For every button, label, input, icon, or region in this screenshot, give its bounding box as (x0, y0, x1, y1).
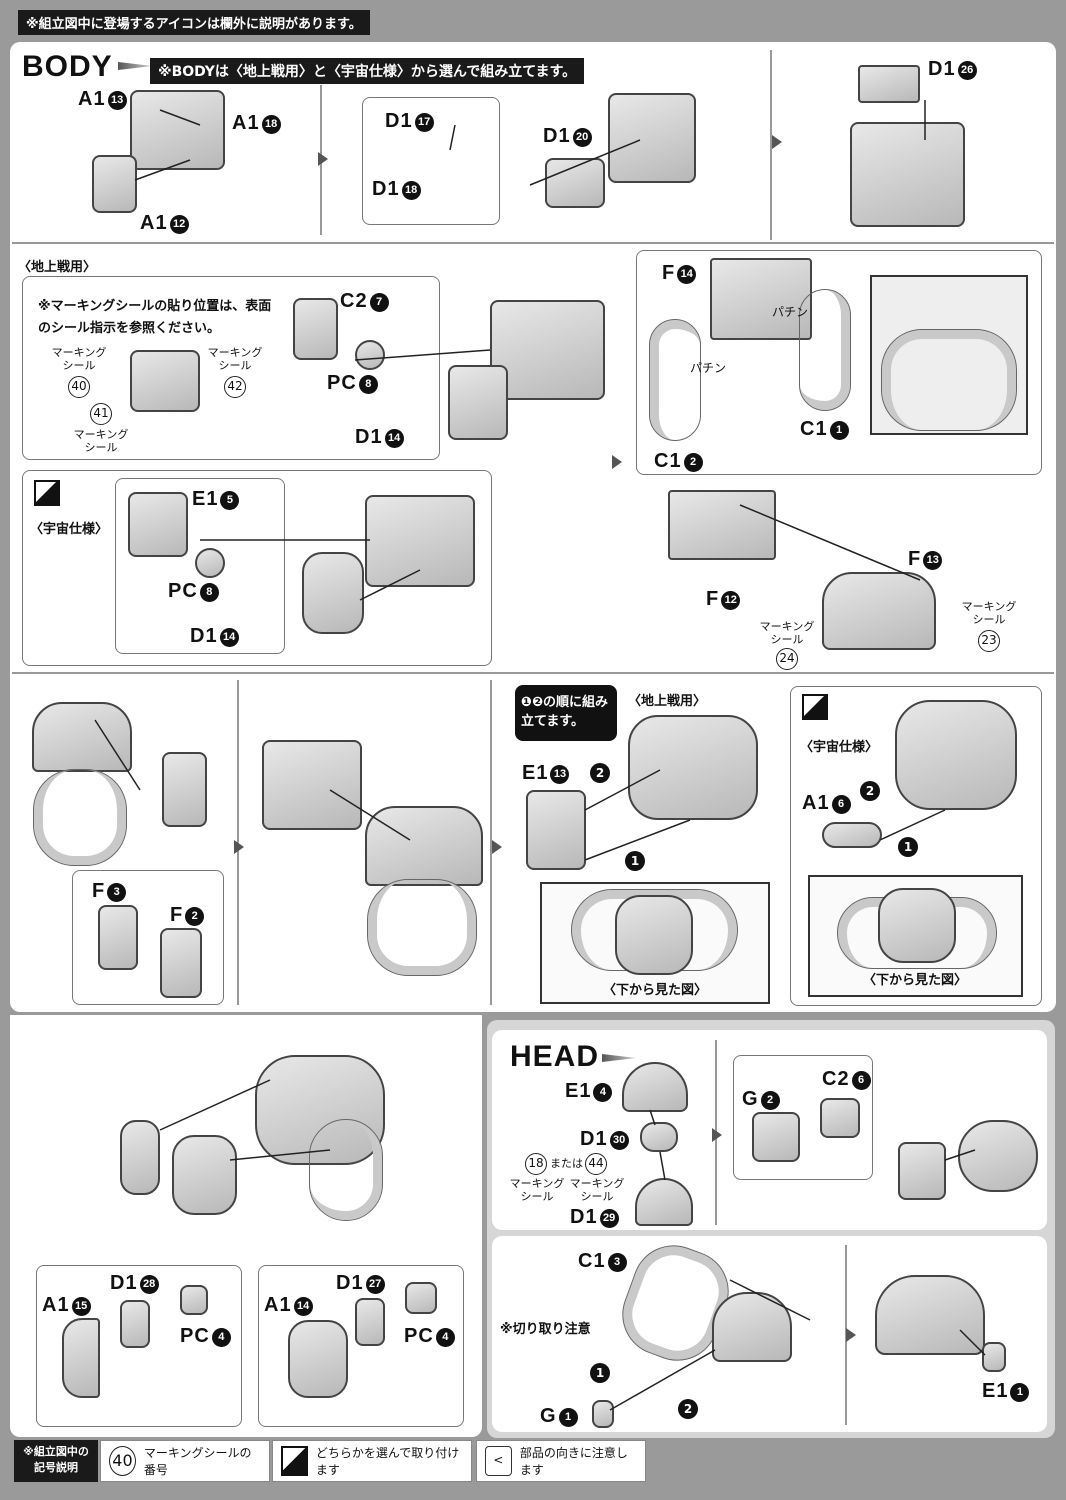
marking-label: マーキングシール (569, 1177, 625, 1203)
marking-label: マーキングシール (73, 428, 129, 454)
legend-title: ※組立図中の記号説明 (14, 1440, 98, 1482)
body-choice-note: ※BODYは〈地上戦用〉と〈宇宙仕様〉から選んで組み立てます。 (150, 58, 585, 84)
sticker-23: 23 (978, 630, 1000, 652)
step-1-marker: 1 (898, 836, 918, 857)
sticker-24: 24 (776, 648, 798, 670)
marking-label: マーキングシール (961, 600, 1017, 626)
or-text: または (550, 1157, 583, 1170)
bottom-view-caption: 〈下から見た図〉 (862, 973, 967, 988)
snap-sound-text: パチン (772, 305, 809, 319)
marking-label: マーキングシール (509, 1177, 565, 1203)
legend-direction-text: 部品の向きに注意します (519, 1446, 628, 1477)
marking-note: ※マーキングシールの貼り位置は、表面のシール指示を参照ください。 (38, 299, 272, 336)
step-2-marker: 2 (860, 780, 880, 801)
step-2-marker: 2 (590, 762, 610, 783)
step-1-marker: 1 (625, 850, 645, 871)
choice-icon (34, 480, 60, 506)
head-title: HEAD (510, 1040, 600, 1073)
legend-choice: どちらかを選んで取り付けます (272, 1440, 472, 1482)
legend-choice-text: どちらかを選んで取り付けます (315, 1446, 460, 1477)
sticker-18: 18 (525, 1153, 547, 1175)
marking-label: マーキングシール (207, 346, 263, 372)
order-note: ❶❷の順に組み立てます。 (515, 685, 617, 741)
legend-sticker: 40 マーキングシールの番号 (100, 1440, 270, 1482)
cut-note: ※切り取り注意 (500, 1322, 591, 1337)
sticker-41: 41 (90, 403, 112, 425)
sticker-40: 40 (68, 376, 90, 398)
sticker-number-icon: 40 (109, 1446, 136, 1476)
step-2-marker: 2 (678, 1398, 698, 1419)
sticker-44: 44 (585, 1153, 607, 1175)
marking-label: マーキングシール (51, 346, 107, 372)
ground-type-label: 〈地上戦用〉 (18, 260, 97, 275)
legend-direction: < 部品の向きに注意します (476, 1440, 646, 1482)
space-type-label-2: 〈宇宙仕様〉 (800, 740, 879, 755)
choice-icon-legend (281, 1446, 308, 1476)
body-title: BODY (22, 50, 113, 83)
sticker-42: 42 (224, 376, 246, 398)
choice-icon-2 (802, 694, 828, 720)
snap-sound-text: パチン (690, 361, 727, 375)
icon-notice: ※組立図中に登場するアイコンは欄外に説明があります。 (18, 10, 370, 35)
step-1-marker: 1 (590, 1362, 610, 1383)
ground-type-label-2: 〈地上戦用〉 (628, 694, 707, 709)
title-arrow (602, 1054, 636, 1062)
legend-sticker-text: マーキングシールの番号 (143, 1446, 252, 1477)
bottom-view-caption: 〈下から見た図〉 (602, 983, 707, 998)
title-arrow (118, 62, 152, 70)
direction-icon: < (485, 1446, 512, 1476)
space-type-label: 〈宇宙仕様〉 (30, 522, 109, 537)
marking-label: マーキングシール (759, 620, 815, 646)
